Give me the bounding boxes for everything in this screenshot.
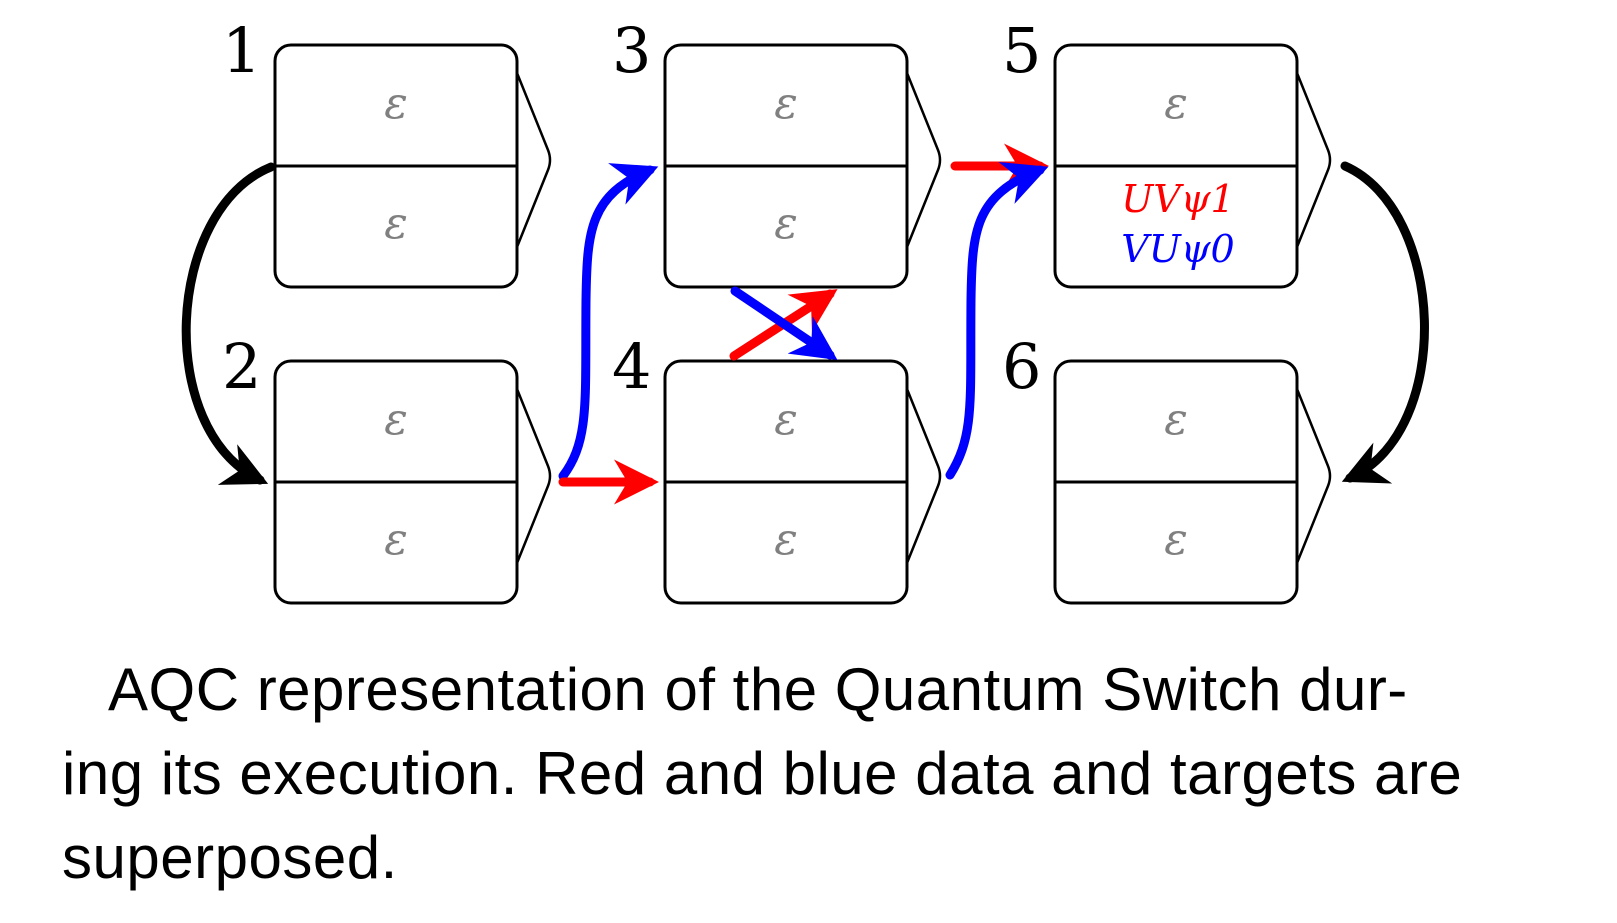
edge-3-to-4-blue-arrow bbox=[730, 286, 838, 361]
node-label: 1 bbox=[222, 14, 261, 87]
node-top-cell: ε bbox=[774, 78, 798, 129]
quantum-switch-diagram: 1 ε ε 2 ε ε 3 ε ε 4 ε ε 5 ε U bbox=[181, 14, 1429, 605]
node-output-chevron bbox=[513, 67, 552, 253]
node-bottom-cell: ε bbox=[384, 514, 408, 565]
node-top-cell: ε bbox=[1164, 78, 1188, 129]
node-bottom-cell: ε bbox=[1164, 514, 1188, 565]
node-output-chevron bbox=[903, 67, 942, 253]
node-label: 3 bbox=[612, 14, 651, 87]
node-top-cell: ε bbox=[384, 394, 408, 445]
edge-5-to-6-arrow bbox=[1340, 161, 1429, 484]
node-6: 6 ε ε bbox=[1002, 330, 1332, 605]
edge-1-to-2-arrow bbox=[181, 162, 276, 485]
caption-line: AQC representation of the Quantum Switch… bbox=[108, 656, 1408, 723]
node-bottom-cell-red-value: UVψ1 bbox=[1121, 177, 1234, 221]
node-top-cell: ε bbox=[774, 394, 798, 445]
edge-2-to-3-blue-arrow bbox=[558, 163, 659, 481]
node-top-cell: ε bbox=[1164, 394, 1188, 445]
node-label: 2 bbox=[222, 330, 261, 403]
node-bottom-cell: ε bbox=[774, 514, 798, 565]
node-4: 4 ε ε bbox=[612, 330, 942, 605]
node-label: 5 bbox=[1002, 14, 1041, 87]
node-top-cell: ε bbox=[384, 78, 408, 129]
node-output-chevron bbox=[903, 383, 942, 569]
node-output-chevron bbox=[1293, 383, 1332, 569]
node-output-chevron bbox=[1293, 67, 1332, 253]
figure-caption: AQC representation of the Quantum Switch… bbox=[62, 648, 1562, 900]
node-3: 3 ε ε bbox=[612, 14, 942, 289]
node-bottom-cell: ε bbox=[774, 198, 798, 249]
node-bottom-cell-blue-value: VUψ0 bbox=[1121, 227, 1234, 271]
node-5: 5 ε UVψ1 VUψ0 bbox=[1002, 14, 1332, 289]
edge-4-to-5-blue-arrow bbox=[945, 161, 1049, 480]
node-2: 2 ε ε bbox=[222, 330, 552, 605]
node-label: 6 bbox=[1002, 330, 1041, 403]
node-bottom-cell: ε bbox=[384, 198, 408, 249]
node-output-chevron bbox=[513, 383, 552, 569]
caption-line: superposed. bbox=[62, 824, 398, 891]
caption-line: ing its execution. Red and blue data and… bbox=[62, 740, 1463, 807]
node-label: 4 bbox=[612, 330, 651, 403]
node-1: 1 ε ε bbox=[222, 14, 552, 289]
